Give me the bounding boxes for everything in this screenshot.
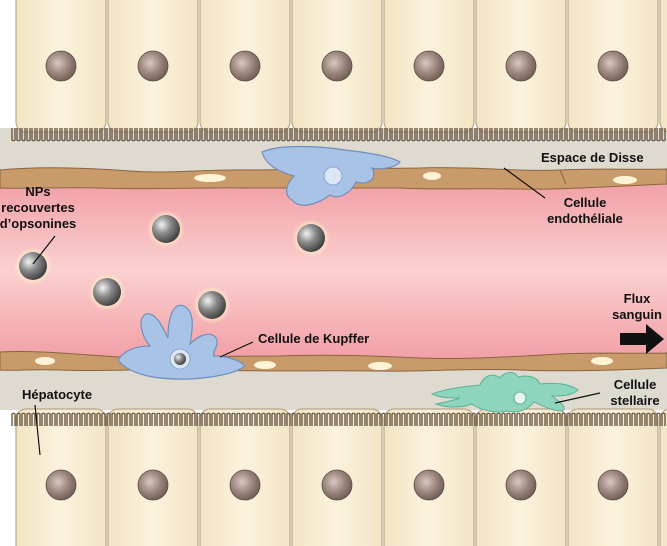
nanoparticle bbox=[88, 273, 126, 311]
endothelial-nucleus bbox=[194, 174, 226, 182]
label-endothelial-line1: Cellule bbox=[564, 195, 607, 210]
hepatocyte-nucleus bbox=[46, 470, 76, 500]
endothelial-nucleus bbox=[254, 361, 276, 369]
nanoparticle bbox=[147, 210, 185, 248]
label-flux-line1: Flux bbox=[624, 291, 651, 306]
label-endothelial-line2: endothéliale bbox=[547, 211, 623, 226]
endothelial-nucleus bbox=[423, 172, 441, 180]
hepatocyte-cell bbox=[660, 0, 667, 132]
label-kupffer: Cellule de Kupffer bbox=[258, 331, 369, 346]
label-hepatocyte: Hépatocyte bbox=[22, 387, 92, 402]
endothelial-nucleus bbox=[368, 362, 392, 370]
label-np-line3: d’opsonines bbox=[0, 216, 76, 231]
hepatocyte-nucleus bbox=[414, 51, 444, 81]
hepatocyte-nucleus bbox=[506, 51, 536, 81]
label-stellate-line2: stellaire bbox=[610, 393, 659, 408]
label-stellate-line1: Cellule bbox=[614, 377, 657, 392]
hepatocyte-nucleus bbox=[506, 470, 536, 500]
hepatocyte-nucleus bbox=[598, 470, 628, 500]
label-disse-space: Espace de Disse bbox=[541, 150, 644, 165]
hepatocyte-nucleus bbox=[322, 51, 352, 81]
hepatocyte-nucleus bbox=[322, 470, 352, 500]
kupffer-nucleus bbox=[324, 167, 342, 185]
hepatocyte-nucleus bbox=[138, 51, 168, 81]
nanoparticle bbox=[14, 247, 52, 285]
label-np-line1: NPs bbox=[25, 184, 50, 199]
stellate-nucleus bbox=[514, 392, 526, 404]
hepatocyte-row-top bbox=[16, 0, 667, 132]
kupffer-internalized-nanoparticle bbox=[174, 353, 186, 365]
hepatocyte-nucleus bbox=[46, 51, 76, 81]
hepatocyte-nucleus bbox=[414, 470, 444, 500]
nanoparticle bbox=[193, 286, 231, 324]
hepatocyte-nucleus bbox=[598, 51, 628, 81]
endothelial-nucleus bbox=[613, 176, 637, 184]
endothelial-nucleus bbox=[591, 357, 613, 365]
label-np-line2: recouvertes bbox=[1, 200, 75, 215]
nanoparticle bbox=[292, 219, 330, 257]
hepatocyte-nucleus bbox=[230, 51, 260, 81]
endothelial-nucleus bbox=[35, 357, 55, 365]
hepatocyte-nucleus bbox=[138, 470, 168, 500]
hepatocyte-cell bbox=[660, 409, 667, 546]
label-flux-line2: sanguin bbox=[612, 307, 662, 322]
hepatocyte-nucleus bbox=[230, 470, 260, 500]
hepatocyte-row-bottom bbox=[16, 409, 667, 546]
